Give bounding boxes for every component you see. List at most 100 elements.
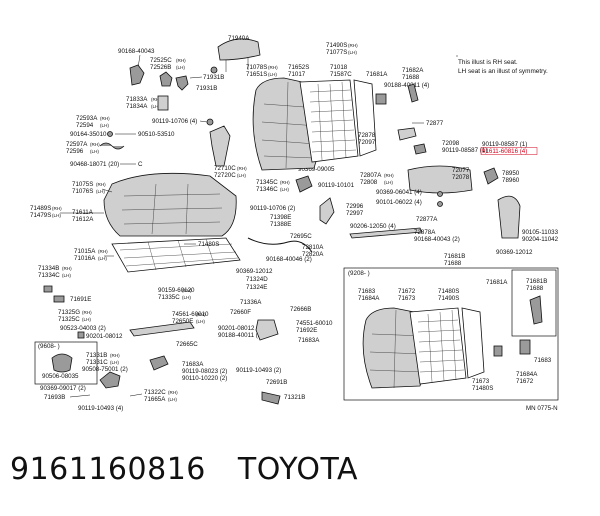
svg-text:(RH): (RH) [90, 142, 100, 147]
svg-text:(RH): (RH) [151, 97, 161, 102]
label-72877: 72878 [358, 132, 376, 139]
label-72098: 90119-08587 (1) [442, 147, 487, 154]
label-90369-09005: 90369-09005 [298, 166, 335, 173]
svg-text:(RH): (RH) [168, 390, 178, 395]
inset-box-9608 [34, 341, 98, 385]
knob-part [159, 71, 173, 87]
label-71490S: 71077S [326, 49, 347, 56]
svg-text:(RH): (RH) [96, 182, 106, 187]
label-71931B: 71931B [203, 74, 224, 81]
slide-rail [129, 321, 195, 337]
label-71331C: 71331C [86, 359, 108, 366]
seat-back-panel-alt [461, 307, 485, 379]
part-71688-shape [375, 93, 387, 105]
label-72077: 78950 [502, 170, 520, 177]
label-74551-60010: 71683A [298, 337, 320, 344]
seat-frame [111, 237, 241, 273]
svg-text:(RH): (RH) [196, 312, 206, 317]
label-71681A-b: 71681B [526, 278, 547, 285]
label-C: C [138, 161, 143, 168]
seat-parts-exploded-diagram: This illust is RH seat. LH seat is an il… [30, 35, 559, 412]
note-rh-seat: This illust is RH seat. [458, 59, 518, 66]
label-71490S-b: 71688 [444, 260, 462, 267]
label-90168-40043-2: 90369-12012 [496, 249, 533, 256]
svg-text:(LH): (LH) [90, 149, 99, 154]
recliner-arm [209, 125, 231, 167]
label-90204-11042: 71324D [246, 276, 268, 283]
label-72596: 72596 [66, 148, 84, 155]
side-cover [497, 195, 521, 239]
label-71480S-b: 71681B [444, 253, 465, 260]
label-71345C: 71345C [256, 179, 278, 186]
svg-text:(LH): (LH) [268, 72, 277, 77]
label-71692E: 71683A [182, 361, 204, 368]
label-90188-40011-2: 72666B [290, 306, 311, 313]
label-79288: 72695C [290, 233, 312, 240]
label-72877A: 90105-11033 [522, 229, 559, 236]
label-90119-10101: 90119-10101 [318, 182, 355, 189]
svg-text:(LH): (LH) [182, 295, 191, 300]
label-71331B: 71331B [86, 352, 107, 359]
label-71688-b: 71683 [534, 357, 552, 364]
listing-caption: 9161160816 TOYOTA [10, 452, 590, 496]
svg-text:(LH): (LH) [151, 104, 160, 109]
label-71833A: 71833A [126, 96, 148, 103]
label-72597A: 72597A [66, 141, 88, 148]
label-71651S: 71652S [288, 64, 309, 71]
label-71388E: 71388E [270, 221, 291, 228]
label-72593A: 72593A [76, 115, 98, 122]
label-71672: 71673 [472, 378, 490, 385]
svg-text:(LH): (LH) [348, 50, 357, 55]
label-72691B: 71321B [284, 394, 305, 401]
label-71485: 90506-08035 [42, 373, 79, 380]
svg-text:(RH): (RH) [100, 116, 110, 121]
label-72878A: 90204-11042 [522, 236, 559, 243]
label-90159-60120: 71336A [240, 299, 262, 306]
label-72666B: 71692E [296, 327, 317, 334]
label-71691E: 71691E [70, 296, 91, 303]
label-71652S: 71017 [288, 71, 306, 78]
label-71324D: 90159-60120 [158, 287, 195, 294]
label-71324E: 71335C [158, 294, 180, 301]
label-71611A: 71611A [72, 209, 94, 216]
label-72526B: 72526B [150, 64, 171, 71]
svg-text:(LH): (LH) [237, 173, 246, 178]
label-71693B: 71693B [44, 394, 65, 401]
label-72807A: 72077 [452, 167, 470, 174]
label-71479S: 71479S [30, 212, 51, 219]
svg-text:(LH): (LH) [280, 187, 289, 192]
label-72097: 72098 [442, 140, 460, 147]
svg-text:(LH): (LH) [98, 256, 107, 261]
label-71681B: 71688 [526, 285, 544, 292]
svg-text:(RH): (RH) [62, 266, 72, 271]
label-71322C: 71665A [144, 396, 166, 403]
seat-back-panel [353, 79, 377, 157]
label-71480S: 71490S [326, 42, 347, 49]
label-90101-06022: 72877A [416, 216, 438, 223]
seat-back-frame [299, 79, 359, 163]
svg-text:(RH): (RH) [280, 180, 290, 185]
label-72808: 72078 [452, 174, 470, 181]
headrest: 71940A [217, 35, 261, 72]
svg-text:(RH): (RH) [237, 166, 247, 171]
label-90201-08012-a: 90201-08012 [86, 333, 123, 340]
lever-part [175, 75, 189, 91]
label-71321B: 71322C [144, 389, 166, 396]
label-71665A: 71681A [486, 279, 508, 286]
label-72594: 72594 [76, 122, 94, 129]
label-71075S: 71075S [72, 181, 93, 188]
label-72810A: 72807A [360, 172, 382, 179]
label-72078: 78960 [502, 177, 520, 184]
label-71018: 71587C [330, 71, 352, 78]
part-number: 9161160816 [10, 452, 206, 487]
label-90510-53510: 90510-53510 [138, 131, 175, 138]
label-72665C: 74551-60010 [296, 320, 333, 327]
label-71325G: 71325G [58, 309, 80, 316]
label-71398E: 71398E [270, 214, 291, 221]
label-72695B: 72810A [302, 244, 324, 251]
svg-text:(RH): (RH) [384, 173, 394, 178]
label-72710C: 72710C [214, 165, 236, 172]
label-90168-40046: 90206-12050 (4) [350, 223, 396, 230]
label-90164-35010: 90164-35010 [70, 131, 107, 138]
label-90206-12050: 90369-06041 (4) [376, 189, 422, 196]
